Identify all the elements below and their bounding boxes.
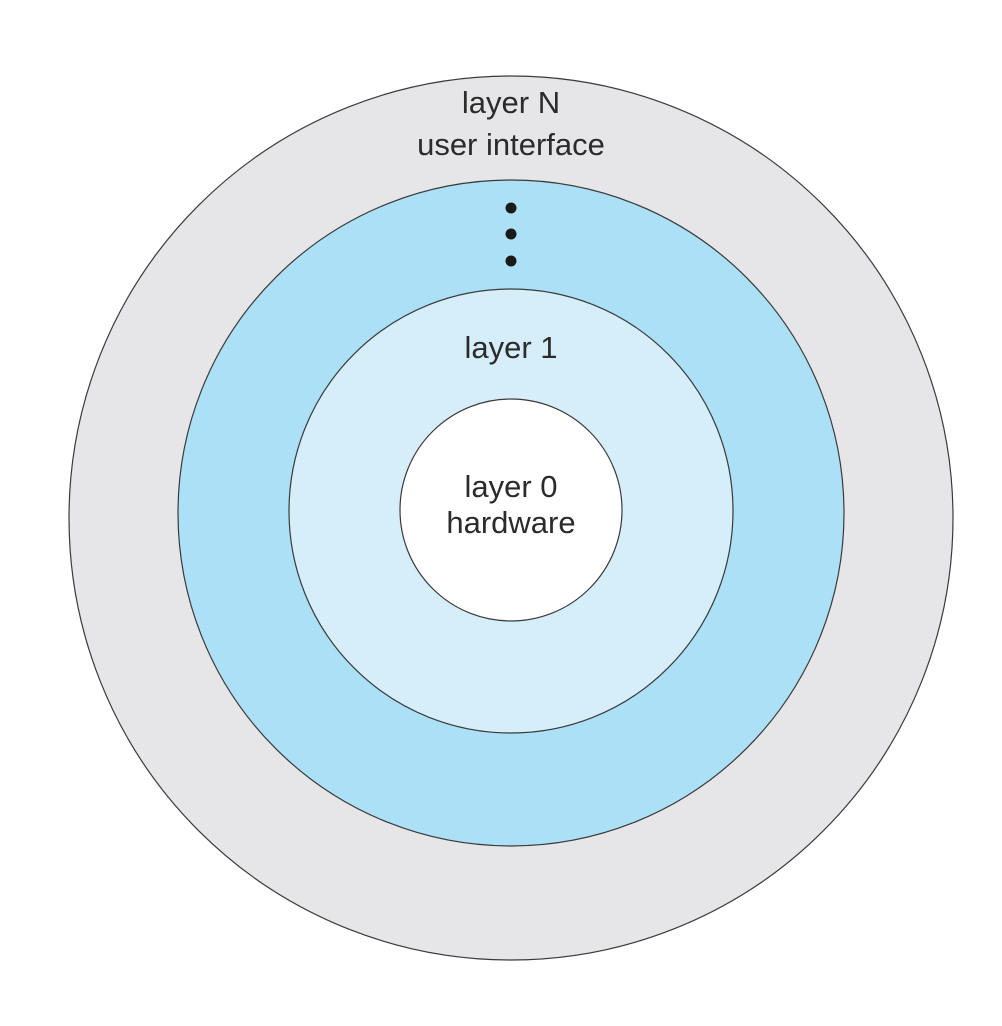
layer-1-title: layer 1: [464, 330, 557, 365]
ellipsis-dot: [505, 255, 517, 267]
ellipsis-dot: [505, 228, 517, 240]
layer-n-subtitle: user interface: [417, 127, 605, 162]
ellipsis-dot: [505, 202, 517, 214]
layer-0-ring: [399, 398, 623, 622]
layer-0-subtitle: hardware: [446, 505, 575, 540]
layer-0-title: layer 0: [464, 469, 557, 504]
layer-n-title: layer N: [462, 85, 560, 120]
vertical-ellipsis-icon: [505, 202, 517, 267]
